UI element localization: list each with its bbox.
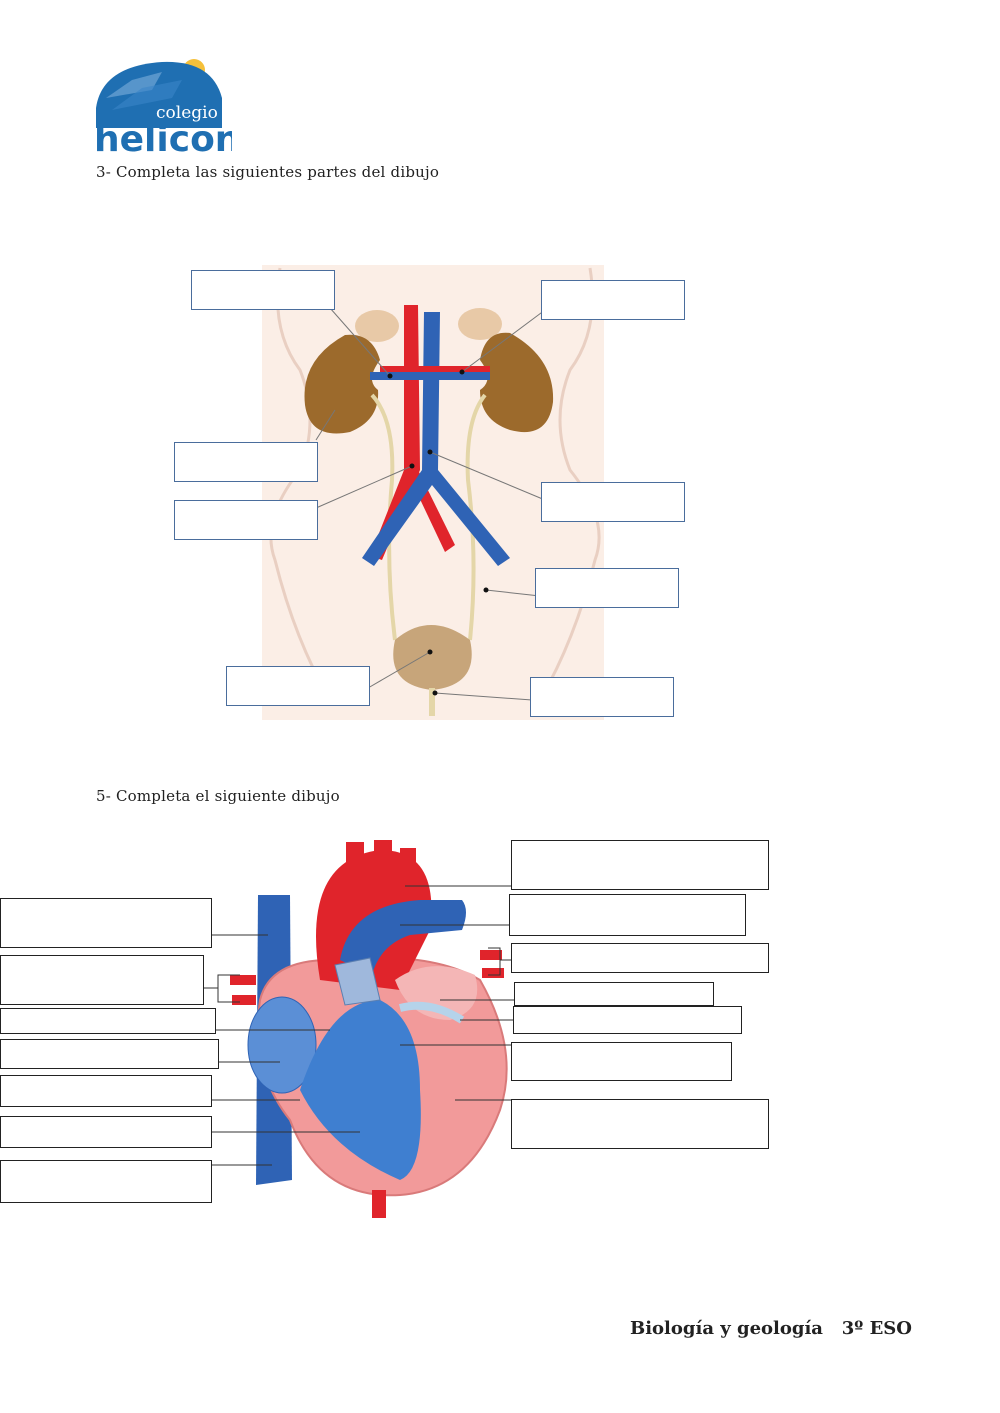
answer-box-aorta[interactable]: [174, 500, 318, 540]
heart-box-inferior-vena-cava[interactable]: [0, 1160, 212, 1203]
answer-box-kidney[interactable]: [174, 442, 318, 482]
footer-subject-text: Biología y geología: [630, 1318, 823, 1339]
answer-box-bladder[interactable]: [226, 666, 370, 706]
answer-box-vena-cava[interactable]: [541, 482, 685, 522]
heart-box-left-ventricle[interactable]: [511, 1099, 769, 1149]
exercise-5-instruction: 5- Completa el siguiente dibujo: [96, 787, 340, 805]
logo-text-helicon: helicon: [94, 119, 232, 158]
answer-box-ureter[interactable]: [535, 568, 679, 608]
footer-subject: Biología y geología 3º ESO: [630, 1318, 912, 1339]
heart-box-superior-vena-cava[interactable]: [0, 898, 212, 948]
heart-box-pulmonary-artery[interactable]: [509, 894, 746, 936]
exercise-3-instruction: 3- Completa las siguientes partes del di…: [96, 163, 440, 181]
heart-box-right-atrium[interactable]: [0, 1039, 219, 1069]
heart-box-pulmonary-valve[interactable]: [0, 1008, 216, 1034]
heart-box-pulmonary-veins-right[interactable]: [0, 955, 204, 1005]
answer-box-urethra[interactable]: [530, 677, 674, 717]
heart-box-tricuspid-valve[interactable]: [0, 1075, 212, 1107]
footer-grade-text: 3º ESO: [841, 1318, 912, 1339]
logo-text-colegio: colegio: [156, 103, 218, 123]
answer-box-renal-vessel[interactable]: [541, 280, 685, 320]
heart-box-right-ventricle[interactable]: [0, 1116, 212, 1148]
heart-box-left-atrium[interactable]: [514, 982, 714, 1006]
heart-box-mitral-valve[interactable]: [513, 1006, 742, 1034]
heart-box-aorta[interactable]: [511, 840, 769, 890]
answer-box-adrenal[interactable]: [191, 270, 335, 310]
heart-box-pulmonary-veins-left[interactable]: [511, 943, 769, 973]
heart-box-aortic-valve[interactable]: [511, 1042, 732, 1081]
colegio-helicon-logo: colegio helicon: [94, 59, 232, 158]
